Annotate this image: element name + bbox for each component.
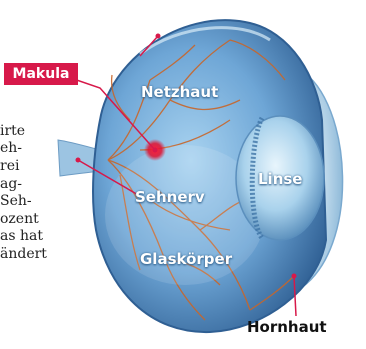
article-text-fragment: ag- (0, 176, 22, 192)
netzhaut-label: Netzhaut (141, 83, 218, 101)
sehnerv-label: Sehnerv (135, 188, 205, 206)
makula-label: Makula (4, 63, 78, 85)
article-text-fragment: ozent (0, 211, 39, 227)
article-text-fragment: as hat (0, 228, 43, 244)
article-text-fragment: irte (0, 123, 25, 139)
article-text-fragment: rei (0, 158, 19, 174)
linse-label: Linse (258, 170, 302, 188)
article-text-fragment: eh- (0, 140, 22, 156)
article-text-fragment: ändert (0, 246, 47, 262)
glaskoerper-label: Glaskörper (140, 250, 232, 268)
hornhaut-label: Hornhaut (247, 318, 327, 336)
article-text-fragment: Seh- (0, 193, 32, 209)
